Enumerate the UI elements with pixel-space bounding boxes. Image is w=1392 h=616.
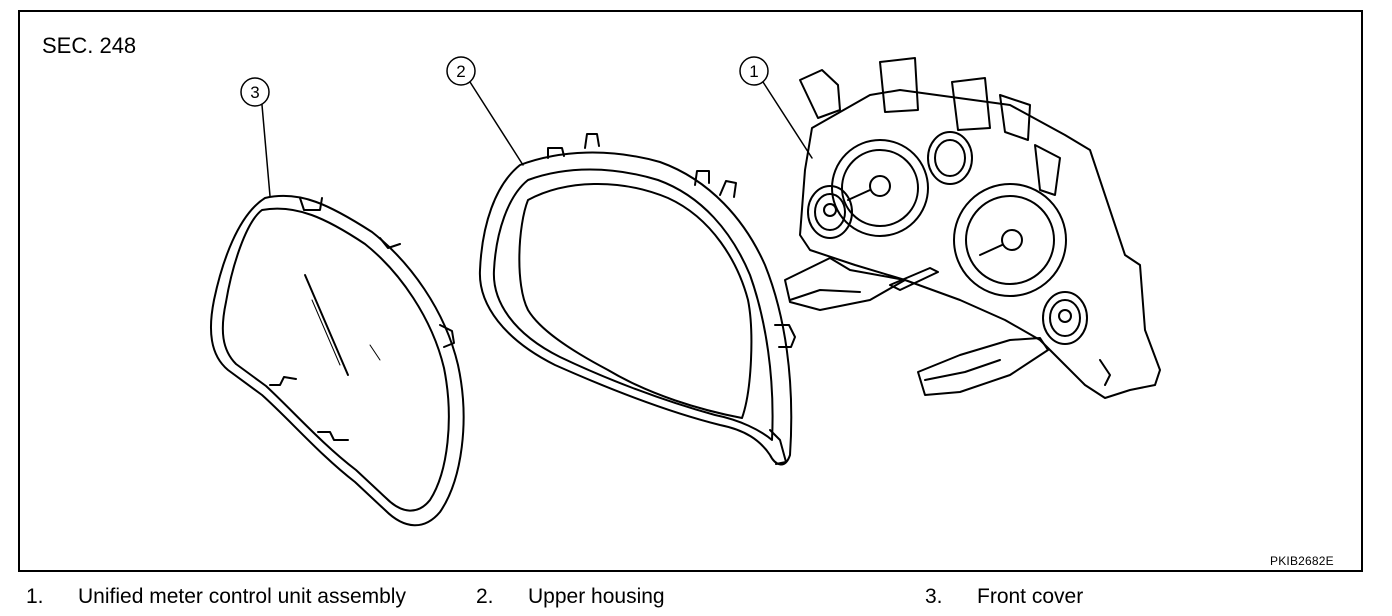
legend-item-2: 2. Upper housing xyxy=(476,585,665,609)
legend-item-3-number: 3. xyxy=(925,585,943,608)
legend-item-3-text: Front cover xyxy=(977,585,1084,608)
legend-item-1-number: 1. xyxy=(26,585,44,608)
legend-item-3: 3. Front cover xyxy=(925,585,1083,609)
callout-3 xyxy=(240,77,271,197)
front-cover-drawing xyxy=(209,194,465,527)
legend-item-2-number: 2. xyxy=(476,585,494,608)
callout-2 xyxy=(446,56,524,166)
callout-1-number: 1 xyxy=(749,62,758,81)
section-label: SEC. 248 xyxy=(42,33,137,58)
legend-item-1: 1. Unified meter control unit assembly xyxy=(26,585,406,609)
callout-1 xyxy=(739,56,813,159)
callout-3-number: 3 xyxy=(250,83,259,102)
diagram-frame xyxy=(18,10,1363,572)
figure-code: PKIB2682E xyxy=(1270,554,1334,568)
callout-2-number: 2 xyxy=(456,62,465,81)
legend-item-1-text: Unified meter control unit assembly xyxy=(78,585,406,608)
meter-unit-drawing xyxy=(784,57,1161,399)
legend-item-2-text: Upper housing xyxy=(528,585,665,608)
upper-housing-drawing xyxy=(478,133,796,466)
